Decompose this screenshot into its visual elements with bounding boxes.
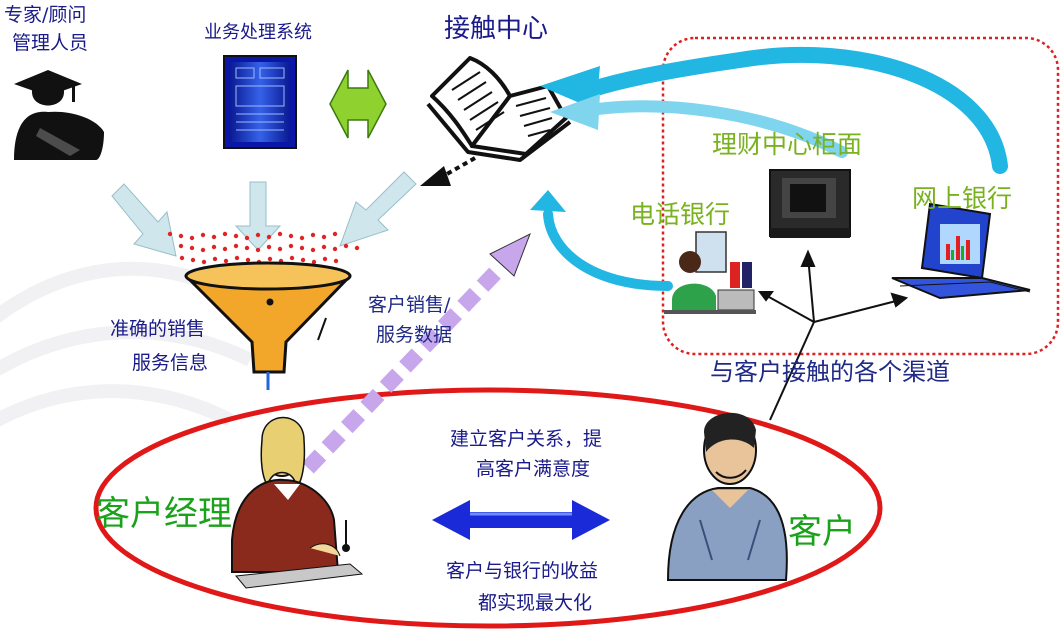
red-dot (255, 247, 261, 253)
profit-line1: 客户与银行的收益 (446, 560, 599, 582)
red-dot (212, 256, 218, 262)
red-dot (201, 259, 207, 265)
red-dot (332, 231, 338, 237)
red-dot (300, 257, 306, 263)
red-dot (266, 234, 272, 240)
red-dot (266, 244, 272, 250)
channels-box (661, 36, 1060, 356)
expert-label-line1: 专家/顾问 (4, 4, 87, 26)
red-dot (288, 233, 294, 239)
red-dot (223, 258, 229, 264)
red-dot (167, 231, 173, 237)
channel-link-lines (758, 249, 909, 421)
red-dot (244, 245, 250, 251)
red-dot (255, 232, 261, 238)
customer-icon (666, 412, 788, 581)
red-dot (200, 247, 206, 253)
financial-center-label: 理财中心柜面 (712, 130, 863, 159)
light-arrow-2 (234, 181, 282, 251)
red-dot (354, 245, 360, 251)
red-dot (211, 234, 217, 240)
cyan-arrow-left (530, 190, 673, 291)
server-icon (223, 55, 297, 149)
red-dot (310, 247, 316, 253)
red-dot (222, 246, 228, 252)
book-icon (426, 56, 572, 162)
manager-icon (231, 416, 364, 589)
light-arrow-3 (339, 171, 417, 247)
red-dot (299, 245, 305, 251)
red-dot (343, 243, 349, 249)
red-dot (333, 258, 339, 264)
red-dot (222, 231, 228, 237)
blue-double-arrow (432, 500, 610, 540)
red-dot (211, 244, 217, 250)
customer-label: 客户 (788, 512, 856, 552)
profit-line2: 都实现最大化 (478, 592, 593, 614)
graduate-icon (14, 70, 104, 160)
red-dot (277, 246, 283, 252)
light-arrow-1 (111, 183, 177, 257)
relationship-line1: 建立客户关系，提 (450, 428, 603, 450)
red-dot (178, 233, 184, 239)
tv-monitor-icon (769, 169, 851, 238)
business-system-label: 业务处理系统 (204, 22, 312, 43)
accurate-info-line1: 准确的销售 (110, 318, 206, 340)
red-dot (189, 235, 195, 241)
red-dot (234, 255, 240, 261)
red-dot (322, 256, 328, 262)
cyan-arrow-top-right (540, 46, 1008, 174)
purple-data-arrow (302, 232, 531, 474)
red-dot (245, 257, 251, 263)
red-dot (267, 256, 273, 262)
red-dot (289, 255, 295, 261)
sales-data-line1: 客户销售/ (368, 294, 451, 316)
accurate-info-line2: 服务信息 (132, 352, 209, 374)
red-dot (233, 243, 239, 249)
phone-operator-icon (664, 231, 756, 314)
red-dot (190, 257, 196, 263)
red-dot (332, 246, 338, 252)
red-dot (321, 244, 327, 250)
red-dot (277, 231, 283, 237)
red-dot (233, 233, 239, 239)
expert-label-line2: 管理人员 (12, 32, 89, 54)
red-dot (200, 232, 206, 238)
laptop-icon (891, 202, 1031, 300)
channels-label: 与客户接触的各个渠道 (710, 358, 950, 386)
green-double-arrow (329, 69, 387, 139)
account-manager-label: 客户经理 (96, 494, 232, 534)
relationship-line2: 高客户满意度 (476, 458, 591, 480)
phone-banking-label: 电话银行 (630, 200, 731, 229)
red-dot (310, 232, 316, 238)
red-dot (179, 255, 185, 261)
contact-to-funnel-arrow (420, 156, 476, 186)
cyan-arrow-mid (550, 94, 848, 158)
red-dot (189, 245, 195, 251)
customer-relationship-ellipse (93, 387, 883, 629)
sales-data-line2: 服务数据 (376, 324, 453, 346)
red-dot (299, 235, 305, 241)
contact-center-label: 接触中心 (444, 14, 549, 44)
red-dot (178, 243, 184, 249)
online-banking-label: 网上银行 (912, 184, 1013, 213)
red-dot (311, 259, 317, 265)
red-dot (321, 234, 327, 240)
red-dot (288, 243, 294, 249)
funnel-icon (184, 261, 352, 390)
red-dot (244, 235, 250, 241)
